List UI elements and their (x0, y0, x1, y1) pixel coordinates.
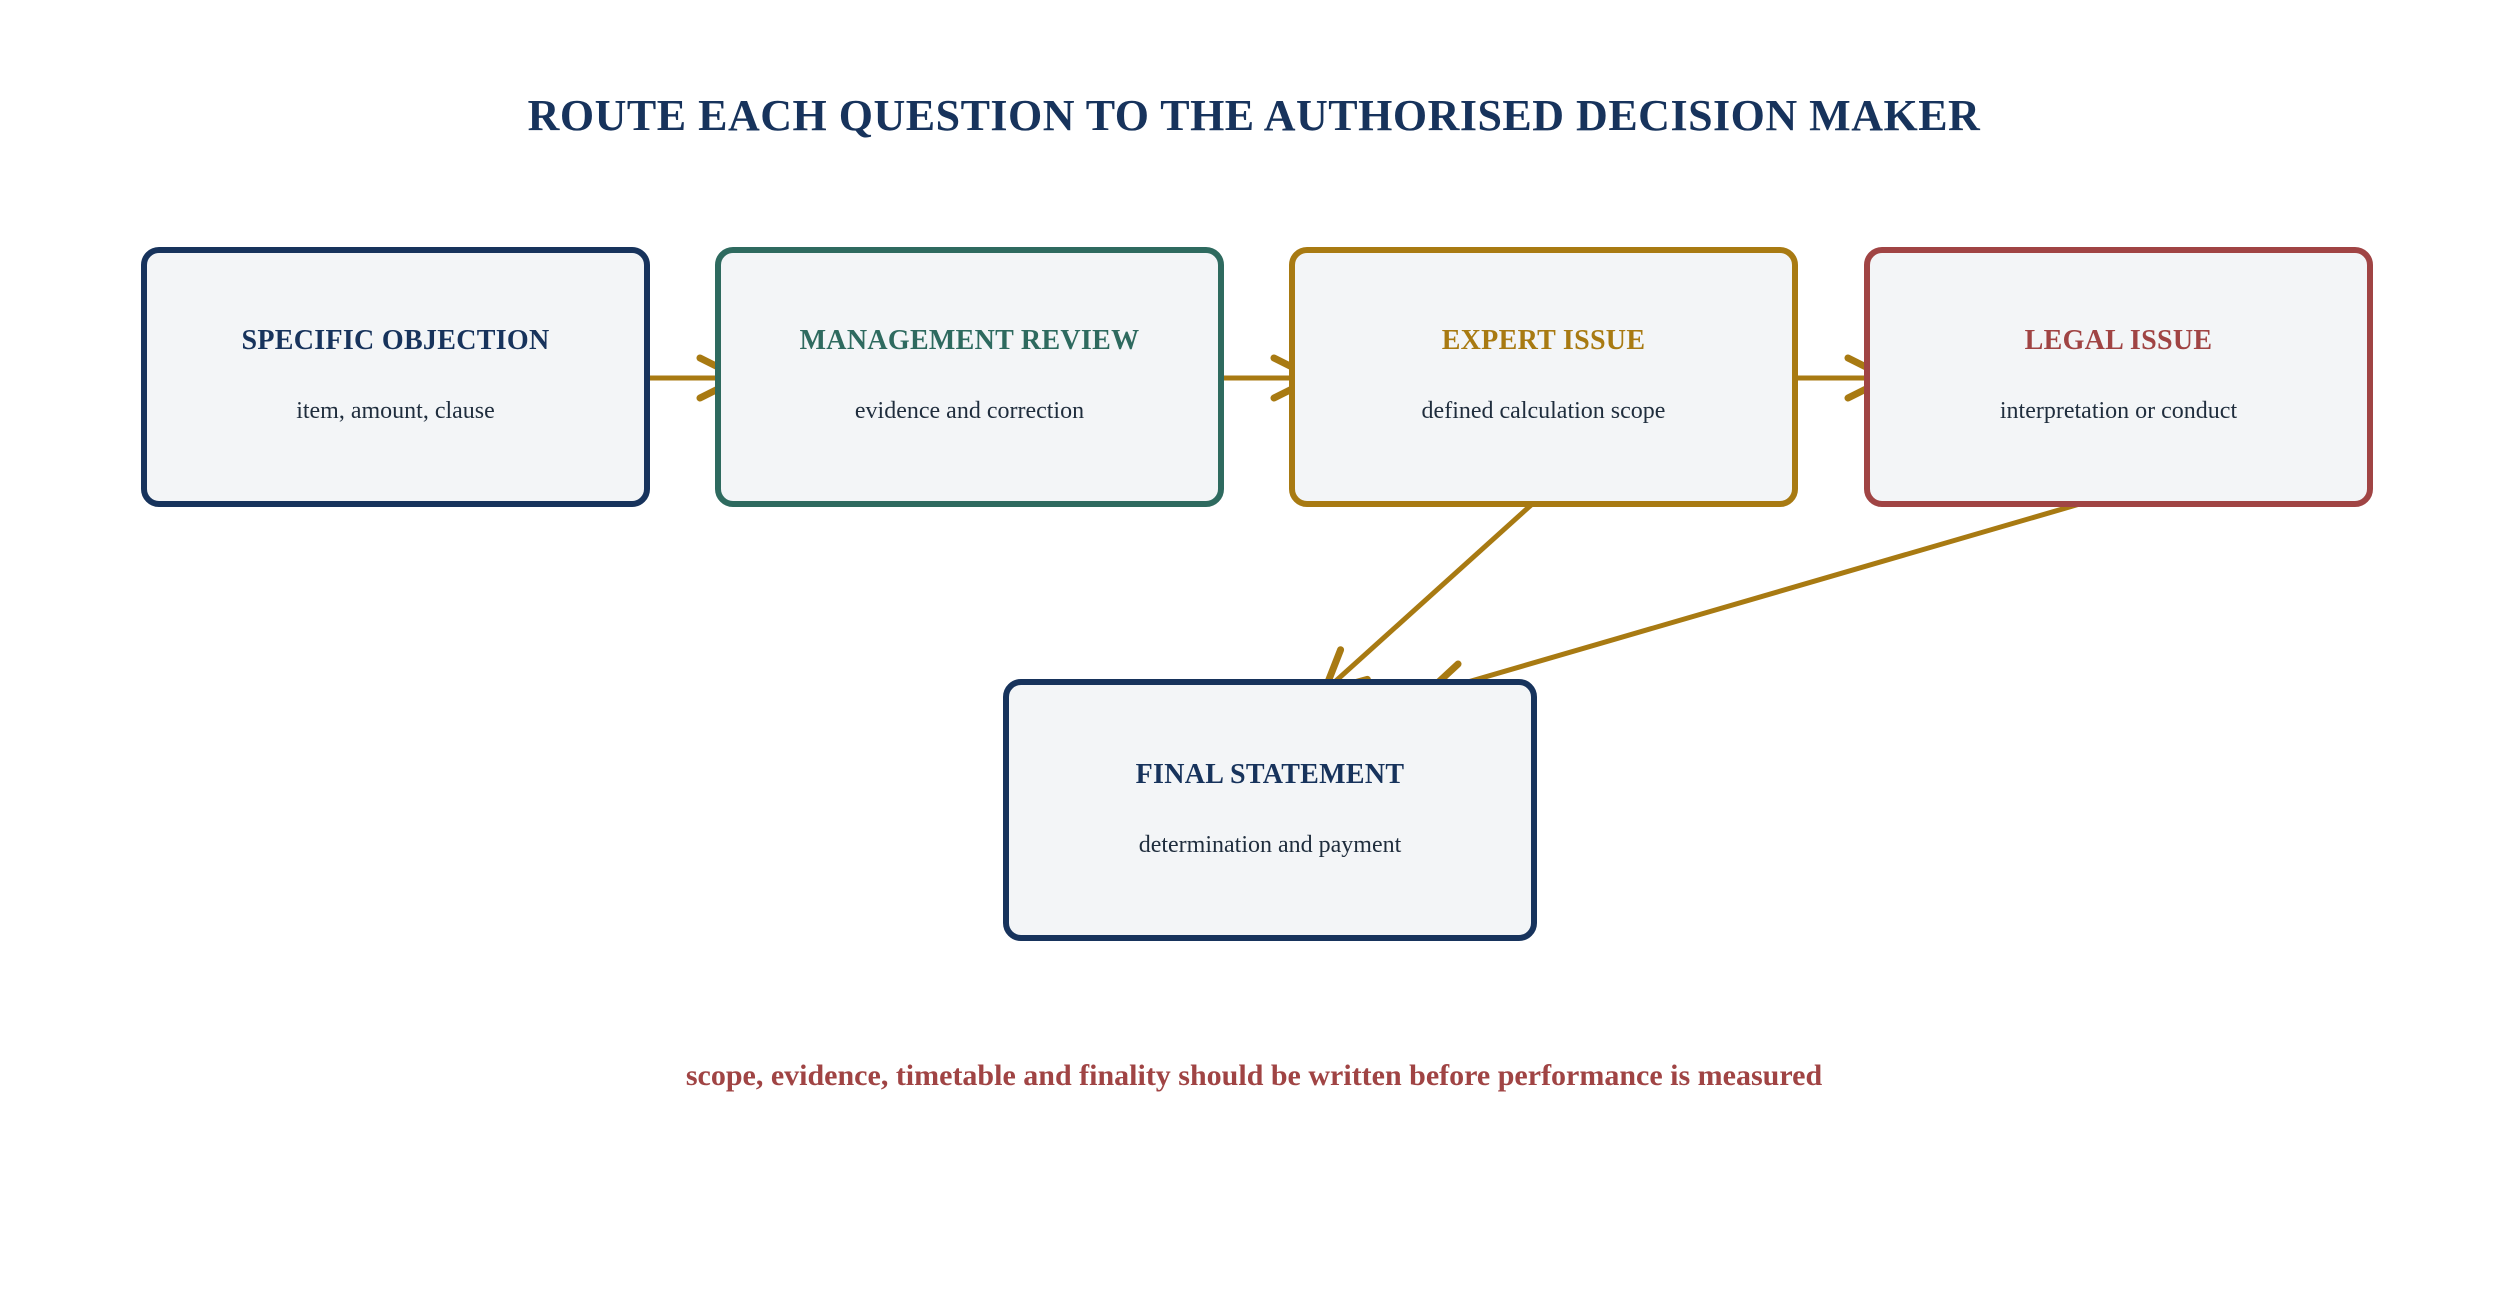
node-final-statement: FINAL STATEMENT determination and paymen… (1003, 679, 1537, 941)
footer-note: scope, evidence, timetable and finality … (685, 1059, 1823, 1092)
node-subtitle: item, amount, clause (296, 398, 495, 424)
node-specific-objection: SPECIFIC OBJECTION item, amount, clause (141, 247, 650, 507)
node-subtitle: interpretation or conduct (1999, 398, 2238, 424)
node-title: MANAGEMENT REVIEW (799, 325, 1140, 356)
node-subtitle: defined calculation scope (1421, 398, 1666, 424)
diagram-title: ROUTE EACH QUESTION TO THE AUTHORISED DE… (527, 91, 1981, 140)
arrow-expert-to-final (1320, 495, 1542, 695)
node-title: SPECIFIC OBJECTION (241, 325, 550, 356)
node-management-review: MANAGEMENT REVIEW evidence and correctio… (715, 247, 1224, 507)
node-title: EXPERT ISSUE (1441, 325, 1646, 356)
node-title: FINAL STATEMENT (1135, 759, 1405, 790)
arrow-legal-to-final (1421, 491, 2115, 706)
node-subtitle: evidence and correction (854, 398, 1085, 424)
node-expert-issue: EXPERT ISSUE defined calculation scope (1289, 247, 1798, 507)
node-title: LEGAL ISSUE (2024, 325, 2213, 356)
node-subtitle: determination and payment (1138, 832, 1402, 858)
node-legal-issue: LEGAL ISSUE interpretation or conduct (1864, 247, 2373, 507)
